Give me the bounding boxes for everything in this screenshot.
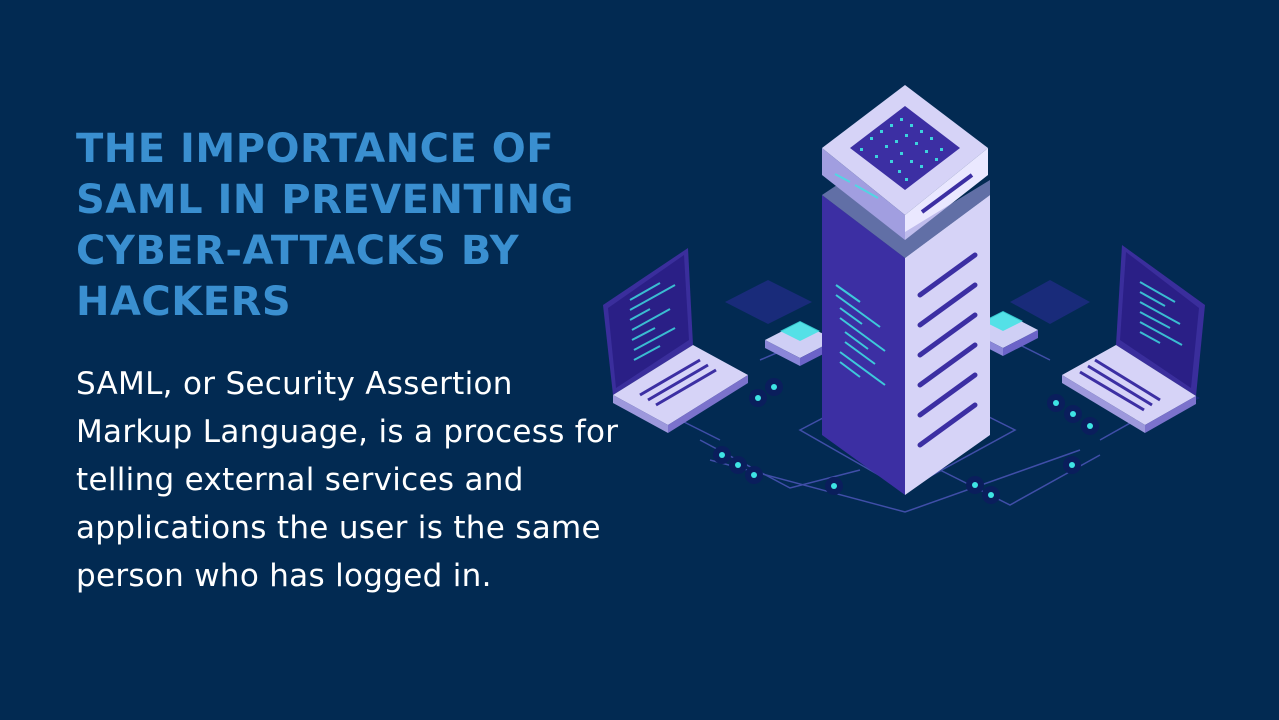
server-network-illustration	[603, 85, 1205, 513]
page-title: THE IMPORTANCE OF SAML IN PREVENTING CYB…	[76, 126, 574, 325]
connector-nodes	[713, 378, 1099, 504]
laptop-right-icon	[1062, 245, 1205, 433]
laptop-left-icon	[603, 248, 748, 433]
server-tower-icon	[822, 85, 990, 495]
chip-left	[725, 280, 835, 366]
body-text: SAML, or Security Assertion Markup Langu…	[76, 366, 619, 594]
